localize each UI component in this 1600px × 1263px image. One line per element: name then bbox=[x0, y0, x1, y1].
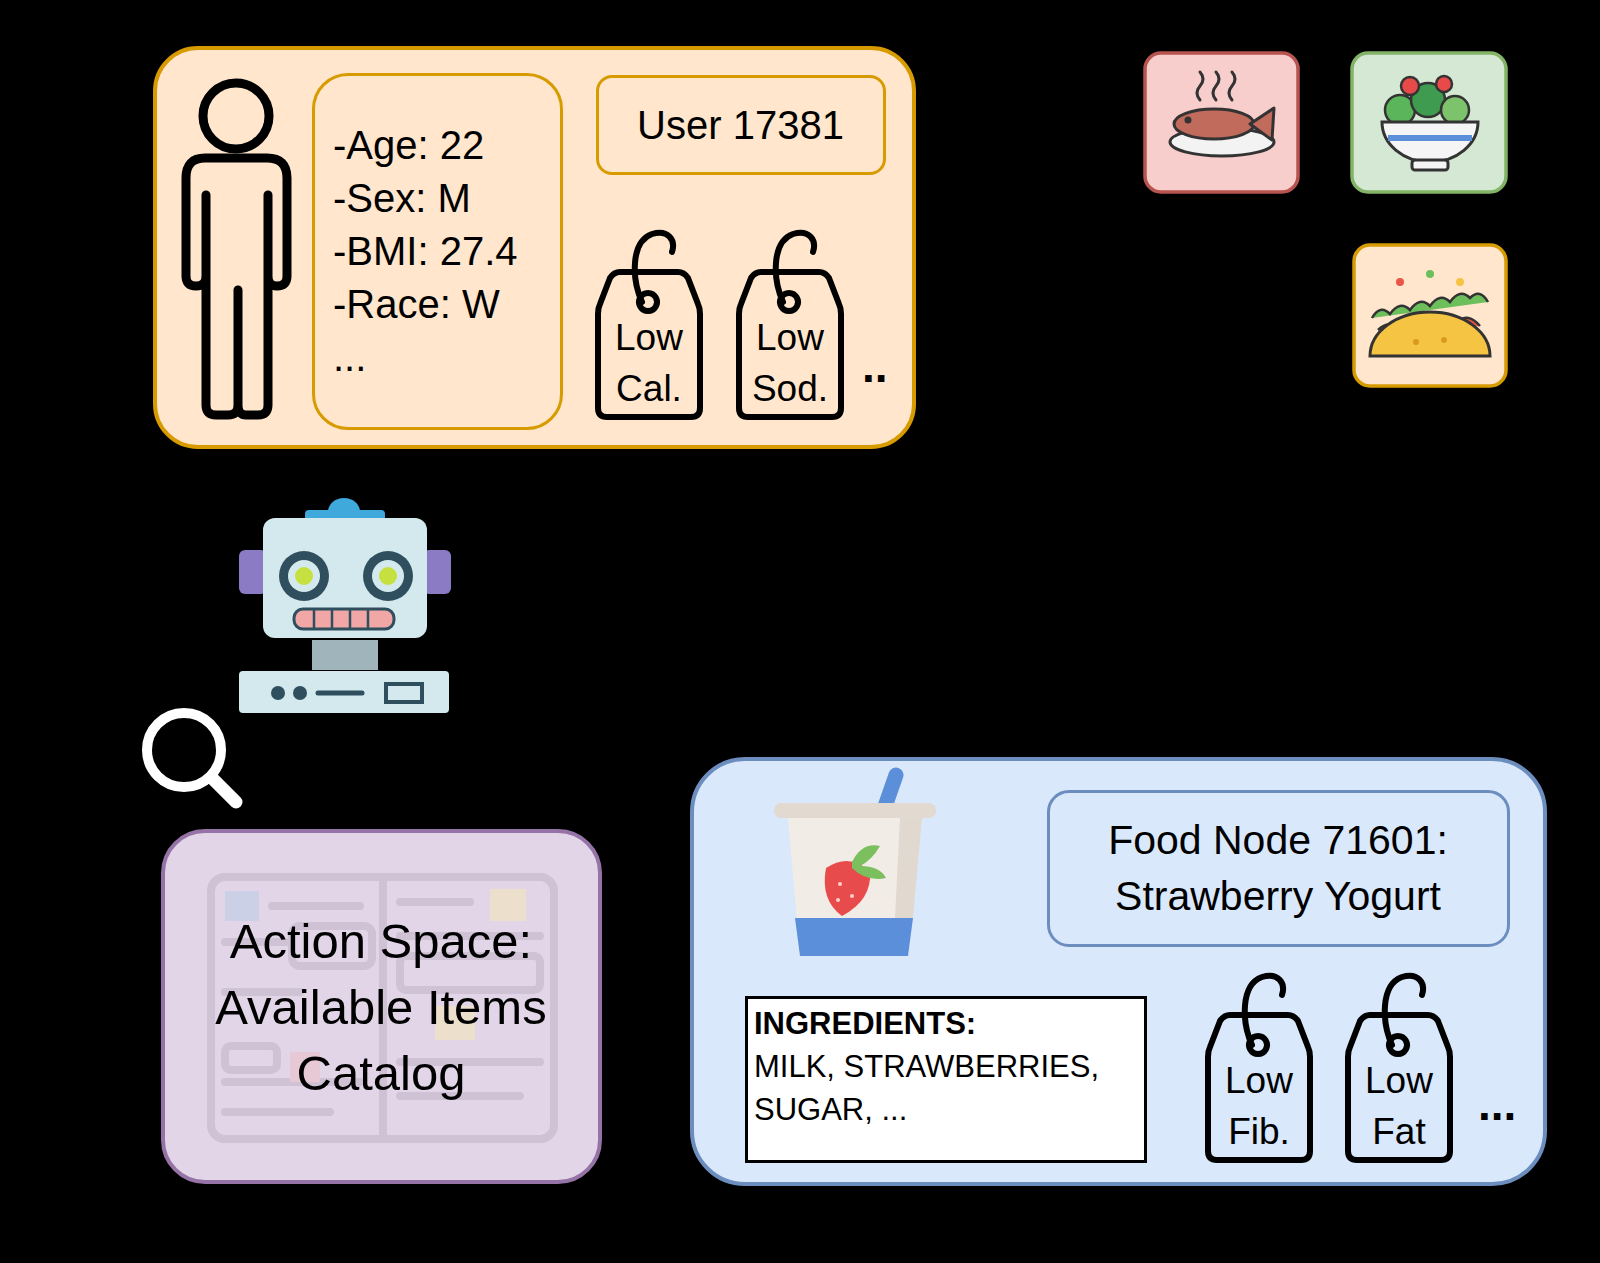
food-icon-taco bbox=[1456, 278, 1464, 286]
robot-agent-icon bbox=[372, 560, 404, 592]
tag-body bbox=[598, 272, 700, 417]
robot-agent-icon bbox=[312, 640, 378, 670]
robot-agent-icon bbox=[386, 684, 422, 702]
robot-agent-icon bbox=[318, 691, 362, 696]
ellipsis-mark: .. bbox=[862, 343, 888, 389]
robot-agent-icon bbox=[239, 498, 451, 713]
food-icon-taco bbox=[1370, 312, 1490, 356]
tag-string bbox=[1385, 976, 1423, 1045]
nutrition-tag: Low Fat bbox=[1346, 971, 1452, 1163]
text-group: Food Node 71601: Strawberry Yogurt bbox=[1064, 793, 1492, 943]
food-id: Food Node 71601: Strawberry Yogurt bbox=[1064, 812, 1492, 924]
robot-agent-icon bbox=[294, 609, 394, 629]
food-icon-salad bbox=[1388, 135, 1472, 141]
food-icon-taco bbox=[1413, 339, 1419, 345]
tag-string bbox=[1245, 976, 1283, 1045]
magnifier-icon bbox=[147, 713, 236, 802]
food-icon-fish bbox=[1145, 53, 1298, 192]
food-icon-taco bbox=[1378, 318, 1480, 330]
food-icon-fish bbox=[1170, 128, 1274, 156]
text-group: Low Sod. bbox=[740, 312, 840, 414]
robot-agent-icon bbox=[288, 560, 320, 592]
attribute-line: -Age: 22 bbox=[333, 119, 484, 172]
robot-agent-icon bbox=[271, 686, 285, 700]
food-icon-taco bbox=[1426, 270, 1434, 278]
ingredients-text: MILK, STRAWBERRIES, SUGAR, ... bbox=[754, 1045, 1142, 1131]
robot-agent-icon bbox=[295, 567, 313, 585]
tag-body bbox=[739, 272, 841, 417]
text-group: Low Fib. bbox=[1209, 1055, 1309, 1157]
action-space-text: Action Space: Available Items Catalog bbox=[181, 908, 581, 1106]
attribute-line: -BMI: 27.4 bbox=[333, 225, 518, 278]
robot-agent-icon bbox=[379, 567, 397, 585]
ellipsis-mark: ... bbox=[1478, 1081, 1516, 1127]
food-icon-salad bbox=[1352, 53, 1506, 192]
food-icon-taco bbox=[1441, 337, 1447, 343]
food-node-box: Food Node 71601: Strawberry YogurtINGRED… bbox=[690, 757, 1547, 1186]
attribute-line: ... bbox=[333, 331, 366, 384]
tag-text: Low Cal. bbox=[599, 312, 699, 414]
robot-agent-icon bbox=[305, 510, 385, 522]
text-group: Low Fat bbox=[1349, 1055, 1449, 1157]
food-icon-salad bbox=[1401, 77, 1419, 95]
food-icon-fish bbox=[1145, 53, 1298, 192]
robot-agent-icon bbox=[328, 498, 360, 512]
nutrition-tag: Low Cal. bbox=[596, 228, 702, 420]
ingredients-box: INGREDIENTS:MILK, STRAWBERRIES, SUGAR, .… bbox=[745, 996, 1147, 1163]
tag-text: Low Sod. bbox=[740, 312, 840, 414]
food-id-box: Food Node 71601: Strawberry Yogurt bbox=[1047, 790, 1510, 947]
food-icon-taco bbox=[1396, 278, 1404, 286]
attribute-line: -Sex: M bbox=[333, 172, 471, 225]
food-icon-fish bbox=[1185, 117, 1192, 124]
tag-string bbox=[776, 233, 814, 302]
food-icon-salad bbox=[1436, 76, 1452, 92]
robot-agent-icon bbox=[263, 518, 427, 638]
robot-agent-icon bbox=[293, 686, 307, 700]
text-group: Low Cal. bbox=[599, 312, 699, 414]
food-icon-salad bbox=[1382, 122, 1478, 162]
food-icon-taco bbox=[1372, 294, 1488, 318]
tag-string bbox=[635, 233, 673, 302]
robot-agent-icon bbox=[279, 551, 329, 601]
robot-agent-icon bbox=[423, 550, 451, 594]
user-id-box: User 17381 bbox=[596, 75, 886, 175]
user-profile-box: -Age: 22-Sex: M-BMI: 27.4-Race: W... User… bbox=[153, 46, 916, 449]
tag-body bbox=[1208, 1015, 1310, 1160]
food-icon-salad bbox=[1411, 83, 1445, 117]
robot-agent-icon bbox=[314, 609, 368, 629]
food-icon-fish bbox=[1250, 108, 1274, 140]
food-icon-fish bbox=[1197, 72, 1235, 100]
food-icon-fish bbox=[1174, 109, 1254, 139]
magnifier-icon bbox=[212, 778, 236, 802]
food-icon-salad bbox=[1385, 95, 1415, 125]
food-icon-salad bbox=[1352, 53, 1506, 192]
text-group: Action Space: Available Items Catalog bbox=[181, 833, 581, 1180]
text-group: -Age: 22-Sex: M-BMI: 27.4-Race: W... bbox=[333, 76, 561, 426]
robot-agent-icon bbox=[239, 671, 449, 713]
ingredients-text: INGREDIENTS: bbox=[754, 1002, 976, 1045]
text-group: INGREDIENTS:MILK, STRAWBERRIES, SUGAR, .… bbox=[754, 1002, 1142, 1157]
food-icon-salad bbox=[1412, 160, 1448, 170]
nutrition-tag: Low Sod. bbox=[737, 228, 843, 420]
food-icon-taco bbox=[1354, 245, 1506, 386]
attribute-line: -Race: W bbox=[333, 278, 500, 331]
tag-body bbox=[1348, 1015, 1450, 1160]
text-group: User 17381 bbox=[599, 78, 882, 171]
food-icon-taco bbox=[1354, 245, 1506, 386]
attribute-box: -Age: 22-Sex: M-BMI: 27.4-Race: W... bbox=[312, 73, 563, 430]
action-space-box: Action Space: Available Items Catalog bbox=[161, 829, 602, 1184]
tag-text: Low Fib. bbox=[1209, 1055, 1309, 1157]
food-icon-salad bbox=[1441, 96, 1469, 124]
user-id: User 17381 bbox=[637, 101, 844, 149]
robot-agent-icon bbox=[239, 550, 267, 594]
robot-agent-icon bbox=[363, 551, 413, 601]
tag-text: Low Fat bbox=[1349, 1055, 1449, 1157]
nutrition-tag: Low Fib. bbox=[1206, 971, 1312, 1163]
magnifier-icon bbox=[147, 713, 221, 787]
